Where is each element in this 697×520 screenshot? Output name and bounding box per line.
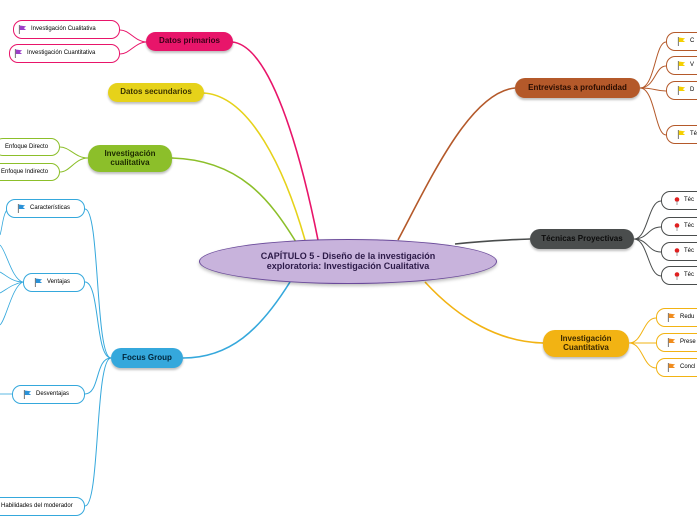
flag-icon (677, 37, 686, 46)
leaf-label: Téc (684, 223, 695, 230)
flag-icon (677, 86, 686, 95)
node-investigacion-cualitativa[interactable]: Investigación cualitativa (88, 145, 172, 172)
leaf-label: C (690, 38, 695, 45)
leaf-label: Desventajas (36, 391, 70, 398)
pin-icon (674, 247, 680, 256)
node-tecnicas-label: Técnicas Proyectivas (541, 233, 623, 243)
flag-icon (17, 204, 26, 213)
pin-icon (674, 222, 680, 231)
leaf-entrevistas-4[interactable]: Té (666, 125, 697, 144)
leaf-label: Ventajas (47, 279, 71, 286)
flag-icon (677, 61, 686, 70)
leaf-label: Téc (684, 248, 695, 255)
leaf-label: Téc (684, 197, 695, 204)
leaf-label: Té (690, 131, 697, 138)
connector-datos-primarios (231, 41, 319, 241)
connector-focus-group (182, 281, 291, 359)
flag-icon (14, 49, 23, 58)
leaf-enfoque-directo[interactable]: Enfoque Directo (0, 138, 60, 156)
connector-cuantitativa (424, 281, 544, 344)
node-datos-secundarios-label: Datos secundarios (120, 87, 192, 97)
flag-icon (667, 363, 676, 372)
leaf-entrevistas-2[interactable]: V (666, 56, 697, 75)
node-focus-group[interactable]: Focus Group (111, 348, 183, 368)
node-tecnicas-proyectivas[interactable]: Técnicas Proyectivas (530, 229, 634, 249)
flag-icon (667, 338, 676, 347)
leaf-cuantitativa-2[interactable]: Prese (656, 333, 697, 352)
leaf-investigacion-cuantitativa[interactable]: Investigación Cuantitativa (9, 44, 120, 63)
leaf-tecnicas-1[interactable]: Téc (661, 191, 697, 210)
leaf-label: D (690, 87, 695, 94)
node-entrevistas-profundidad[interactable]: Entrevistas a profundidad (515, 78, 640, 98)
connector-investigacion-cualitativa (171, 157, 297, 243)
leaf-entrevistas-3[interactable]: D (666, 81, 697, 100)
central-topic[interactable]: CAPÍTULO 5 - Diseño de la investigación … (199, 239, 497, 284)
leaf-enfoque-indirecto[interactable]: Enfoque Indirecto (0, 163, 60, 181)
leaf-habilidades-moderador[interactable]: Habilidades del moderador (0, 497, 85, 516)
node-datos-primarios-label: Datos primarios (159, 36, 220, 46)
leaf-label: Habilidades del moderador (1, 503, 73, 510)
node-investigacion-cuantitativa[interactable]: Investigación Cuantitativa (543, 330, 629, 357)
leaf-label: Concl (680, 364, 696, 371)
leaf-label: Investigación Cuantitativa (27, 50, 96, 57)
node-entrevistas-label: Entrevistas a profundidad (528, 82, 627, 92)
node-datos-secundarios[interactable]: Datos secundarios (108, 83, 204, 102)
leaf-desventajas[interactable]: Desventajas (12, 385, 85, 404)
connector-tecnicas (454, 238, 531, 245)
node-datos-primarios[interactable]: Datos primarios (146, 32, 233, 51)
flag-icon (18, 25, 27, 34)
node-investigacion-cualitativa-label: Investigación cualitativa (104, 148, 156, 167)
leaf-label: V (690, 62, 695, 69)
leaf-label: Redu (680, 314, 695, 321)
leaf-tecnicas-2[interactable]: Téc (661, 217, 697, 236)
leaf-label: Enfoque Indirecto (1, 168, 49, 175)
leaf-cuantitativa-3[interactable]: Concl (656, 358, 697, 377)
leaf-cuantitativa-1[interactable]: Redu (656, 308, 697, 327)
leaf-label: Prese (680, 339, 696, 346)
leaf-label: Investigación Cualitativa (31, 26, 96, 33)
flag-icon (667, 313, 676, 322)
leaf-ventajas[interactable]: Ventajas (23, 273, 85, 292)
leaf-label: Enfoque Directo (5, 143, 49, 150)
flag-icon (677, 130, 686, 139)
leaf-tecnicas-3[interactable]: Téc (661, 242, 697, 261)
connector-entrevistas (397, 87, 516, 241)
node-cuantitativa-label: Investigación Cuantitativa (560, 333, 612, 352)
leaf-label: Características (30, 205, 71, 212)
flag-icon (23, 390, 32, 399)
leaf-caracteristicas[interactable]: Características (6, 199, 85, 218)
pin-icon (674, 196, 680, 205)
pin-icon (674, 271, 680, 280)
connector-datos-secundarios (202, 92, 306, 241)
flag-icon (34, 278, 43, 287)
leaf-label: Téc (684, 272, 695, 279)
node-focus-group-label: Focus Group (122, 352, 172, 362)
leaf-entrevistas-1[interactable]: C (666, 32, 697, 51)
leaf-investigacion-cualitativa[interactable]: Investigación Cualitativa (13, 20, 120, 39)
leaf-tecnicas-4[interactable]: Téc (661, 266, 697, 285)
central-topic-label: CAPÍTULO 5 - Diseño de la investigación … (260, 250, 436, 271)
